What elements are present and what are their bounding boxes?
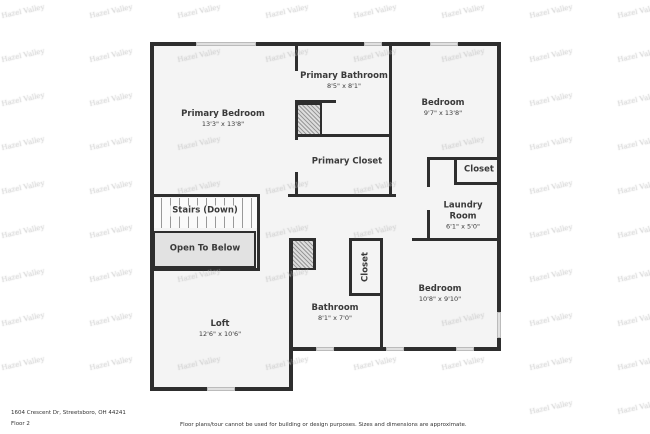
room-open-below: Open To Below bbox=[170, 244, 240, 255]
room-dims: 6'1" x 5'0" bbox=[445, 222, 481, 231]
window bbox=[456, 347, 474, 351]
room-primary-closet: Primary Closet bbox=[312, 157, 383, 168]
room-dims: 8'1" x 7'0" bbox=[317, 314, 353, 322]
wall bbox=[313, 238, 316, 270]
room-dims: 12'6" x 10'6" bbox=[198, 330, 242, 338]
room-name: Primary Bedroom bbox=[181, 109, 265, 119]
room-name: Loft bbox=[210, 319, 230, 329]
wall bbox=[380, 238, 383, 350]
window bbox=[430, 42, 458, 46]
window bbox=[196, 42, 256, 46]
wall bbox=[454, 157, 457, 184]
room-name: Open To Below bbox=[169, 243, 241, 254]
wall bbox=[296, 100, 336, 103]
room-dims: 8'5" x 8'1" bbox=[326, 82, 362, 90]
wall bbox=[497, 42, 501, 350]
window bbox=[364, 42, 382, 46]
shaft-primary bbox=[296, 103, 322, 137]
wall bbox=[412, 238, 500, 241]
window bbox=[386, 347, 404, 351]
room-name: Primary Bathroom bbox=[300, 71, 388, 81]
room-closet-1: Closet bbox=[464, 165, 494, 176]
wall bbox=[289, 238, 316, 241]
wall bbox=[296, 134, 392, 137]
wall bbox=[349, 238, 383, 241]
room-name: Closet bbox=[464, 164, 494, 175]
room-name: Stairs (Down) bbox=[172, 205, 238, 216]
wall bbox=[349, 238, 352, 296]
room-name: Bedroom bbox=[418, 284, 462, 294]
wall bbox=[428, 157, 500, 160]
window bbox=[207, 387, 235, 391]
room-name: Bedroom bbox=[421, 98, 465, 108]
wall bbox=[295, 43, 298, 71]
room-dims: 13'3" x 13'8" bbox=[201, 120, 245, 128]
wall bbox=[349, 293, 383, 296]
wall bbox=[454, 182, 500, 185]
room-name: Laundry Room bbox=[443, 200, 483, 222]
wall bbox=[150, 194, 260, 197]
wall bbox=[150, 42, 154, 391]
wall bbox=[150, 268, 260, 271]
window bbox=[316, 347, 334, 351]
room-name: Closet bbox=[360, 252, 371, 282]
wall bbox=[257, 194, 260, 270]
room-name: Primary Closet bbox=[311, 156, 383, 167]
wall bbox=[288, 194, 396, 197]
room-dims: 10'8" x 9'10" bbox=[418, 295, 462, 303]
disclaimer: Floor plans/tour cannot be used for buil… bbox=[180, 422, 467, 428]
floor-label: Floor 2 bbox=[11, 421, 30, 427]
room-dims: 9'7" x 13'8" bbox=[423, 109, 463, 117]
room-stairs: Stairs (Down) bbox=[170, 205, 240, 217]
floor-area-loft-lower bbox=[150, 340, 292, 390]
wall bbox=[289, 346, 293, 391]
room-name: Bathroom bbox=[311, 303, 359, 313]
room-closet-2: Closet bbox=[361, 252, 372, 282]
address: 1604 Crescent Dr, Streetsboro, OH 44241 bbox=[11, 410, 126, 416]
wall bbox=[289, 238, 293, 350]
wall bbox=[427, 157, 430, 187]
wall bbox=[389, 43, 392, 197]
window bbox=[497, 312, 501, 338]
wall bbox=[427, 210, 430, 240]
